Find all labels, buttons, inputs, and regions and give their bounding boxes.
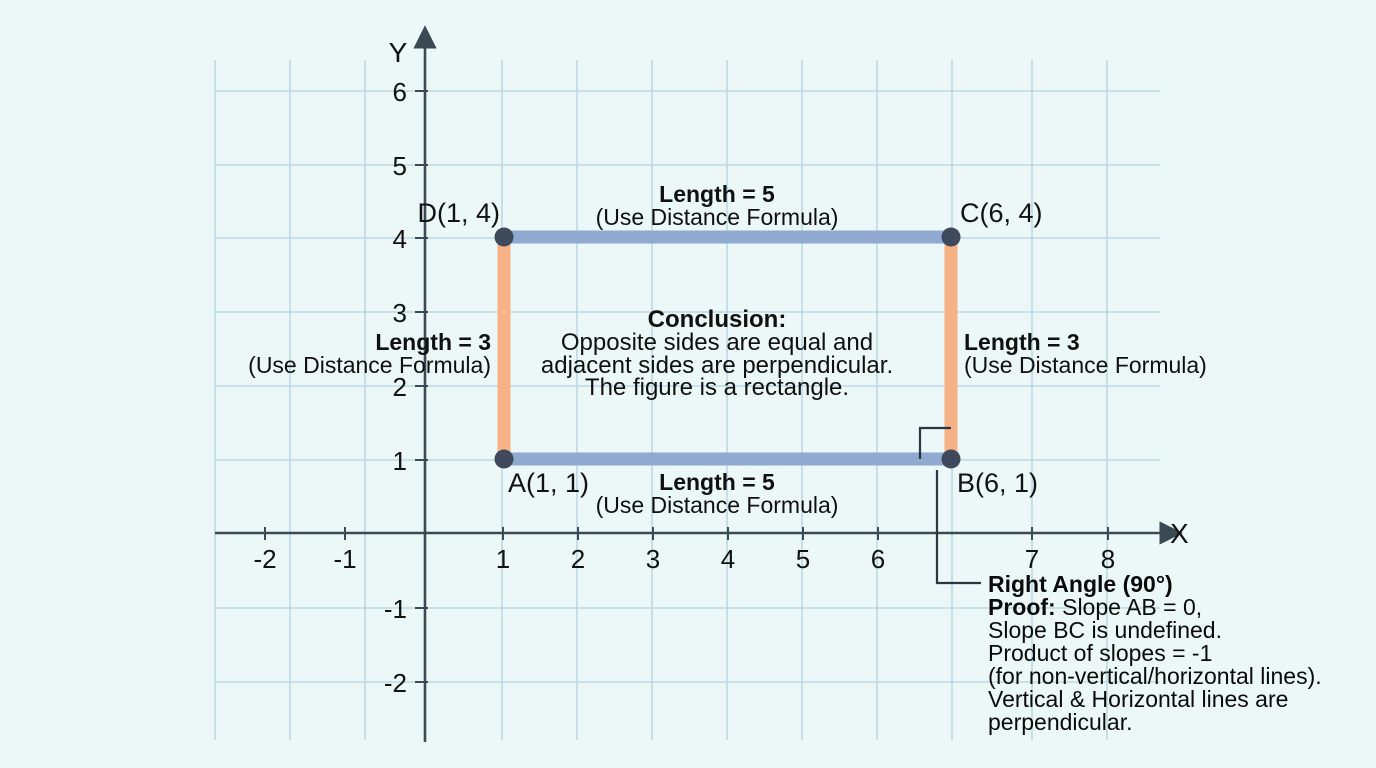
y-tick-marks xyxy=(415,90,428,683)
top-side-length-note: (Use Distance Formula) xyxy=(596,204,839,230)
x-tick-4: 4 xyxy=(721,544,735,574)
y-tick-3: 3 xyxy=(393,298,407,328)
left-side-length-title: Length = 3 xyxy=(375,329,491,355)
vertex-c-point xyxy=(941,227,961,247)
x-tick-marks xyxy=(264,527,1109,540)
right-angle-callout: Right Angle (90°) Proof: Slope AB = 0, S… xyxy=(988,571,1322,735)
vertex-b-point xyxy=(941,449,961,469)
vertex-d-point xyxy=(494,227,514,247)
conclusion-line-3: The figure is a rectangle. xyxy=(585,374,849,401)
conclusion-block: Conclusion: Opposite sides are equal and… xyxy=(541,306,893,401)
conclusion-heading: Conclusion: xyxy=(648,306,787,333)
left-side-length-note: (Use Distance Formula) xyxy=(248,352,491,378)
conclusion-line-2: adjacent sides are perpendicular. xyxy=(541,352,893,379)
vertex-d-label: D(1, 4) xyxy=(417,198,500,228)
top-side-length-title: Length = 5 xyxy=(659,181,775,207)
x-tick-neg1: -1 xyxy=(333,544,356,574)
x-tick-5: 5 xyxy=(796,544,810,574)
right-angle-heading: Right Angle (90°) xyxy=(988,571,1173,597)
y-tick-5: 5 xyxy=(393,151,407,181)
y-tick-2: 2 xyxy=(393,372,407,402)
x-axis-label: X xyxy=(1170,518,1189,549)
y-tick-neg2: -2 xyxy=(384,668,407,698)
right-angle-proof-line-2: Slope BC is undefined. xyxy=(988,617,1222,643)
proof-label: Proof: xyxy=(988,594,1056,620)
right-angle-proof-line-1: Proof: Slope AB = 0, xyxy=(988,594,1202,620)
right-angle-proof-line-6: perpendicular. xyxy=(988,709,1133,735)
right-angle-proof-line-3: Product of slopes = -1 xyxy=(988,640,1212,666)
vertex-a-point xyxy=(494,449,514,469)
x-tick-neg2: -2 xyxy=(253,544,276,574)
rectangle-sides xyxy=(497,230,958,466)
x-tick-1: 1 xyxy=(496,544,510,574)
right-angle-proof-line-5: Vertical & Horizontal lines are xyxy=(988,686,1288,712)
y-tick-6: 6 xyxy=(393,77,407,107)
y-tick-4: 4 xyxy=(393,224,407,254)
axes xyxy=(215,25,1183,742)
proof-first-clause: Slope AB = 0, xyxy=(1056,594,1202,620)
vertex-a-label: A(1, 1) xyxy=(508,468,589,498)
right-side-length-note: (Use Distance Formula) xyxy=(964,352,1207,378)
right-angle-marker xyxy=(918,426,951,459)
rectangle-vertices xyxy=(494,227,961,469)
right-angle-proof-line-4: (for non-vertical/horizontal lines). xyxy=(988,663,1322,689)
y-tick-1: 1 xyxy=(393,446,407,476)
x-tick-8: 8 xyxy=(1101,544,1115,574)
x-tick-3: 3 xyxy=(646,544,660,574)
right-angle-leader-line xyxy=(935,470,981,585)
right-side-length-title: Length = 3 xyxy=(964,329,1080,355)
conclusion-line-1: Opposite sides are equal and xyxy=(561,329,873,356)
x-tick-7: 7 xyxy=(1025,544,1039,574)
x-tick-6: 6 xyxy=(871,544,885,574)
vertex-c-label: C(6, 4) xyxy=(960,198,1043,228)
bottom-side-length-note: (Use Distance Formula) xyxy=(596,492,839,518)
y-tick-neg1: -1 xyxy=(384,594,407,624)
y-axis-label: Y xyxy=(389,37,408,68)
vertex-b-label: B(6, 1) xyxy=(957,468,1038,498)
bottom-side-length-title: Length = 5 xyxy=(659,469,775,495)
x-tick-2: 2 xyxy=(571,544,585,574)
